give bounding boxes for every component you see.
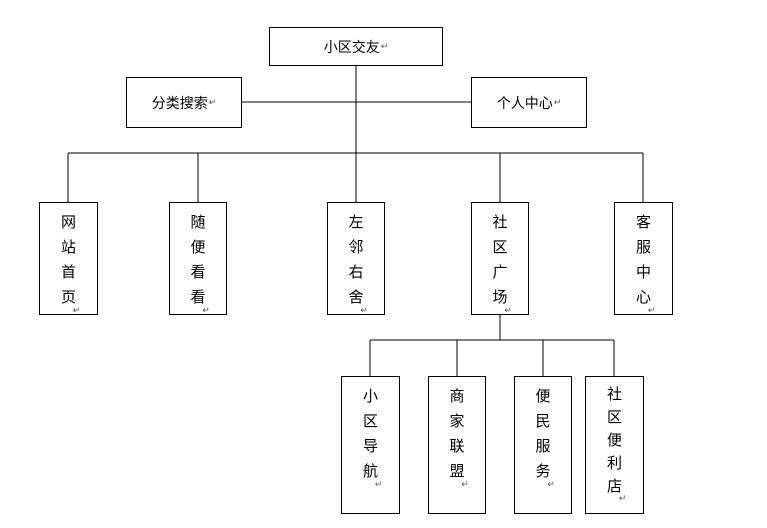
node-char: 广: [492, 263, 508, 281]
node-char: 导: [362, 437, 378, 455]
node-char: 便: [190, 238, 206, 256]
node-char: 中: [635, 263, 651, 281]
paragraph-mark-icon: ↵: [374, 480, 383, 490]
paragraph-mark-icon: ↵: [202, 306, 210, 316]
paragraph-mark-icon: ↵: [547, 480, 555, 490]
root-node-label: 小区交友: [323, 39, 380, 56]
node-char: 社: [492, 213, 508, 231]
node-char: 小: [362, 387, 378, 405]
node-char: 社: [606, 385, 622, 403]
root-node: 小区交友↵: [269, 27, 443, 66]
node-char: 右: [348, 263, 364, 281]
node-char: 页: [60, 288, 76, 306]
node-char: 务: [535, 462, 551, 480]
node-char: 民: [535, 412, 551, 430]
node-char: 服: [635, 238, 651, 256]
node-char: 网: [60, 213, 76, 231]
node-char: 商: [449, 387, 465, 405]
node-char: 便: [535, 387, 551, 405]
side-node-right: 个人中心↵: [471, 77, 587, 128]
node-char: 区: [492, 238, 508, 256]
node-char: 联: [449, 437, 465, 455]
level2-node-1: 网 站 首 页 ↵: [39, 202, 98, 316]
level2-node-5: 客 服 中 心 ↵: [614, 202, 673, 316]
node-char: 左: [348, 213, 364, 231]
level2-node-4: 社 区 广 场 ↵: [471, 202, 529, 316]
paragraph-mark-icon: ↵: [380, 41, 389, 52]
level3-node-2: 商 家 联 盟 ↵: [428, 376, 486, 514]
level3-node-3: 便 民 服 务 ↵: [514, 376, 572, 514]
node-char: 邻: [348, 238, 364, 256]
paragraph-mark-icon: ↵: [647, 306, 656, 316]
side-node-left-label: 分类搜索: [151, 95, 208, 112]
paragraph-mark-icon: ↵: [504, 306, 512, 316]
paragraph-mark-icon: ↵: [72, 306, 81, 316]
node-char: 看: [190, 263, 206, 281]
node-char: 区: [606, 408, 622, 426]
node-char: 看: [190, 288, 206, 306]
node-char: 心: [635, 288, 651, 306]
paragraph-mark-icon: ↵: [618, 494, 627, 504]
node-char: 店: [606, 477, 622, 495]
side-node-left: 分类搜索↵: [126, 77, 242, 128]
node-char: 服: [535, 437, 551, 455]
level2-node-3: 左 邻 右 舍 ↵: [327, 202, 385, 316]
node-char: 便: [606, 431, 622, 449]
node-char: 盟: [449, 462, 465, 480]
side-node-right-label: 个人中心: [496, 95, 553, 112]
node-char: 随: [190, 213, 206, 231]
node-char: 利: [606, 454, 622, 472]
node-char: 客: [635, 213, 651, 231]
level2-node-2: 随 便 看 看 ↵: [169, 202, 227, 316]
node-char: 家: [449, 412, 465, 430]
paragraph-mark-icon: ↵: [461, 480, 469, 490]
node-char: 航: [362, 462, 378, 480]
paragraph-mark-icon: ↵: [553, 97, 562, 108]
node-char: 场: [492, 288, 508, 306]
node-char: 区: [362, 412, 378, 430]
node-char: 站: [60, 238, 76, 256]
level3-node-1: 小 区 导 航 ↵: [341, 376, 400, 514]
node-char: 舍: [348, 288, 364, 306]
paragraph-mark-icon: ↵: [360, 306, 368, 316]
paragraph-mark-icon: ↵: [208, 97, 217, 108]
node-char: 首: [60, 263, 76, 281]
level3-node-4: 社 区 便 利 店 ↵: [585, 376, 644, 514]
